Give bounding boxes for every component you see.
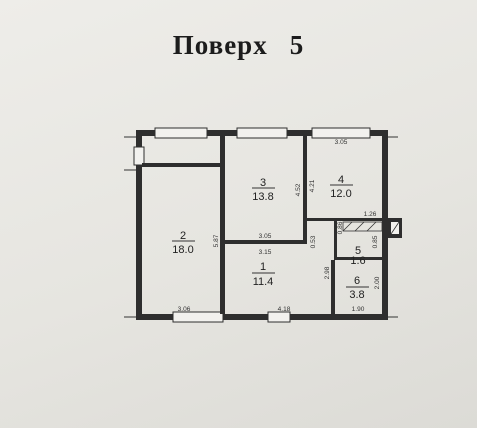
room6-area: 3.8 (349, 289, 364, 301)
dim-room6-side-left: 2.98 (324, 266, 331, 279)
axis-ticks (124, 136, 398, 318)
dim-room2-bottom-width: 3.06 (178, 306, 191, 313)
vent-hatch (390, 221, 400, 235)
dim-room4-height: 4.21 (309, 179, 316, 192)
dim-room5-side-b: 0.85 (372, 235, 379, 248)
room2-area: 18.0 (172, 244, 193, 256)
window-room4 (311, 127, 371, 139)
dimension-labels: 3.05 4.52 4.21 5.87 3.05 3.15 0.53 1.26 … (178, 139, 381, 313)
shelf-hatch-2 (354, 221, 365, 232)
dim-room5-side-a: 0.86 (337, 221, 344, 234)
vent-shaft (342, 218, 402, 238)
wall-room4-bottom (307, 218, 382, 221)
floor-title-word: Поверх (172, 30, 268, 60)
window-bottom-left (172, 311, 224, 323)
room3-number: 3 (260, 177, 266, 189)
dim-room3-bottom-width: 3.05 (259, 233, 272, 240)
wall-room3-right (303, 136, 307, 242)
dim-room4-top-width: 3.05 (335, 139, 348, 146)
dim-room1-bottom-width: 4.18 (278, 306, 291, 313)
wall-balcony (142, 163, 222, 167)
wall-room2-right (220, 136, 225, 314)
room5-number: 5 (355, 245, 361, 257)
dim-room6-side-right: 2.00 (374, 276, 381, 289)
wall-room6-left (331, 260, 335, 314)
wall-right (382, 130, 388, 320)
room4-area: 12.0 (330, 188, 351, 200)
floor-title-number: 5 (289, 30, 305, 60)
room1-number: 1 (260, 261, 266, 273)
room-labels: 3 13.8 4 12.0 2 18.0 1 11.4 5 1.6 6 3.8 (172, 174, 369, 301)
wall-left (136, 130, 142, 320)
room5-shelf (342, 221, 383, 232)
room5-area: 1.6 (350, 255, 365, 267)
room1-area: 11.4 (253, 276, 274, 288)
dim-room3-height: 4.52 (295, 183, 302, 196)
window-bottom-mid (267, 311, 291, 323)
room4-number: 4 (338, 174, 344, 186)
floor-title: Поверх 5 (0, 30, 477, 61)
window-room2 (154, 127, 208, 139)
dim-corridor-side: 0.53 (310, 235, 317, 248)
room3-area: 13.8 (252, 191, 273, 203)
dim-corridor-top-width: 3.15 (259, 249, 272, 256)
wall-bottom (136, 314, 388, 320)
shelf-hatch-1 (342, 221, 353, 232)
room2-number: 2 (180, 230, 186, 242)
wall-room3-bottom (225, 240, 307, 244)
windows (133, 127, 371, 323)
dim-room2-height: 5.87 (213, 234, 220, 247)
window-left (133, 146, 145, 166)
shelf-hatch-3 (366, 221, 377, 232)
room6-number: 6 (354, 275, 360, 287)
window-room3 (236, 127, 288, 139)
dim-room5-width: 1.26 (364, 211, 377, 218)
wall-room5-left (334, 221, 337, 259)
dim-room6-bottom-width: 1.90 (352, 306, 365, 313)
